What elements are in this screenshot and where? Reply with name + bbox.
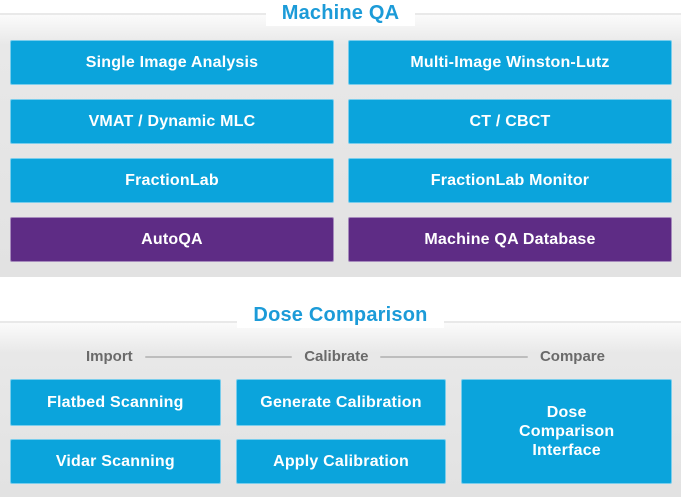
machine-qa-header: Machine QA	[0, 0, 681, 26]
module-label: FractionLab Monitor	[430, 171, 590, 189]
module-label: FractionLab	[125, 171, 219, 189]
stage-connector-line	[144, 356, 293, 358]
module-label: Machine QA Database	[424, 230, 596, 248]
module-label: Vidar Scanning	[55, 452, 175, 470]
machine-qa-panel: Single Image Analysis Multi-Image Winsto…	[0, 13, 681, 277]
module-label: CT / CBCT	[469, 112, 551, 130]
module-label: Flatbed Scanning	[47, 393, 184, 411]
module-label: AutoQA	[141, 230, 203, 248]
module-box-autoqa: AutoQA	[10, 217, 334, 262]
machine-qa-title: Machine QA	[265, 0, 416, 26]
stage-label-compare: Compare	[539, 348, 605, 365]
module-box-fractionlab: FractionLab	[10, 158, 334, 203]
module-box-flatbed-scanning: Flatbed Scanning	[10, 379, 221, 426]
stage-connector-line	[380, 356, 528, 358]
module-label: Generate Calibration	[260, 393, 422, 411]
module-box-vidar-scanning: Vidar Scanning	[10, 439, 221, 484]
module-box-single-image-analysis: Single Image Analysis	[10, 40, 334, 85]
machine-qa-grid: Single Image Analysis Multi-Image Winsto…	[10, 40, 672, 262]
workflow-stage-row: Import Calibrate Compare	[0, 344, 681, 370]
module-box-vmat-dynamic-mlc: VMAT / Dynamic MLC	[10, 99, 334, 144]
module-box-apply-calibration: Apply Calibration	[235, 439, 447, 484]
dose-comparison-title: Dose Comparison	[237, 302, 444, 328]
module-label: Single Image Analysis	[85, 53, 259, 71]
module-label: Multi-Image Winston-Lutz	[410, 53, 610, 71]
dose-comparison-header: Dose Comparison	[0, 302, 681, 328]
dose-comparison-panel: Import Calibrate Compare Flatbed Scannin…	[0, 321, 681, 497]
stage-label-import: Import	[86, 348, 133, 365]
module-label: VMAT / Dynamic MLC	[88, 112, 256, 130]
module-label: Apply Calibration	[273, 452, 409, 470]
stage-label-calibrate: Calibrate	[304, 348, 369, 365]
module-box-ct-cbct: CT / CBCT	[348, 99, 672, 144]
module-label: Dose Comparison Interface	[518, 403, 615, 460]
module-box-dose-comparison-interface: Dose Comparison Interface	[461, 379, 672, 484]
module-box-fractionlab-monitor: FractionLab Monitor	[348, 158, 672, 203]
dose-comparison-grid: Flatbed Scanning Generate Calibration Do…	[10, 379, 672, 484]
module-box-machine-qa-database: Machine QA Database	[348, 217, 672, 262]
module-box-generate-calibration: Generate Calibration	[235, 379, 447, 426]
module-box-multi-image-winston-lutz: Multi-Image Winston-Lutz	[348, 40, 672, 85]
